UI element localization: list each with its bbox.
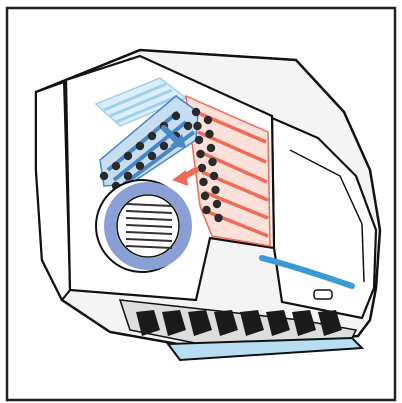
coil-tube-dot <box>147 131 157 141</box>
coil-tube-dot <box>147 151 157 161</box>
coil-tube-dot <box>123 151 133 161</box>
coil-tube-dot <box>208 157 217 167</box>
fan-blade <box>125 245 173 249</box>
louver-blade <box>188 310 212 336</box>
coil-tube-dot <box>199 177 208 187</box>
coil-tube-dot <box>212 199 222 209</box>
coil-tube-dot <box>196 149 205 159</box>
louver-blade <box>292 310 316 336</box>
coil-tube-dot <box>183 121 193 131</box>
fan-blade <box>125 203 173 207</box>
coil-tube-dot <box>191 107 201 117</box>
airflow-arrow-red <box>172 167 199 186</box>
cover-button <box>313 289 333 300</box>
coil-tube-dot <box>206 143 216 153</box>
airflow-arrow-blue <box>161 125 186 148</box>
indicator-light <box>259 255 355 289</box>
coil-tube-dot <box>209 171 219 181</box>
coil-tube-dot <box>194 135 204 145</box>
coil-tube-dot <box>99 171 109 181</box>
blower-fan <box>95 179 192 273</box>
fan-blade <box>125 210 173 214</box>
coil-tube-dot <box>135 161 145 171</box>
louver-blade <box>136 310 160 336</box>
vent-panel <box>166 336 365 362</box>
coil-tube-dot <box>159 141 169 151</box>
coil-tube-dot <box>111 161 121 171</box>
louver-blades <box>136 310 342 336</box>
front-cover-edge <box>289 149 365 283</box>
coil-tube-dot <box>202 205 211 215</box>
coil-tube-dot <box>193 121 202 131</box>
coil-tube-dot <box>214 213 223 223</box>
coil-tube-dot <box>171 111 181 121</box>
coil-tube-dot <box>211 185 220 195</box>
coil-tube-dot <box>203 115 213 125</box>
fan-blade <box>125 224 173 228</box>
coil-tube-dot <box>200 191 210 201</box>
fan-blade <box>125 238 173 242</box>
louver-blade <box>266 310 290 336</box>
coil-tube-dot <box>123 171 133 181</box>
louver-blade <box>162 310 186 336</box>
louver-blade <box>214 310 238 336</box>
coil-tube-dot <box>205 129 214 139</box>
fan-blade <box>125 231 173 235</box>
fan-blade <box>125 217 173 221</box>
coil-tube-dot <box>135 141 145 151</box>
coil-tube-dot <box>197 163 207 173</box>
louver-blade <box>318 310 342 336</box>
louver-blade <box>240 310 264 336</box>
unit-side-panel <box>35 80 72 302</box>
